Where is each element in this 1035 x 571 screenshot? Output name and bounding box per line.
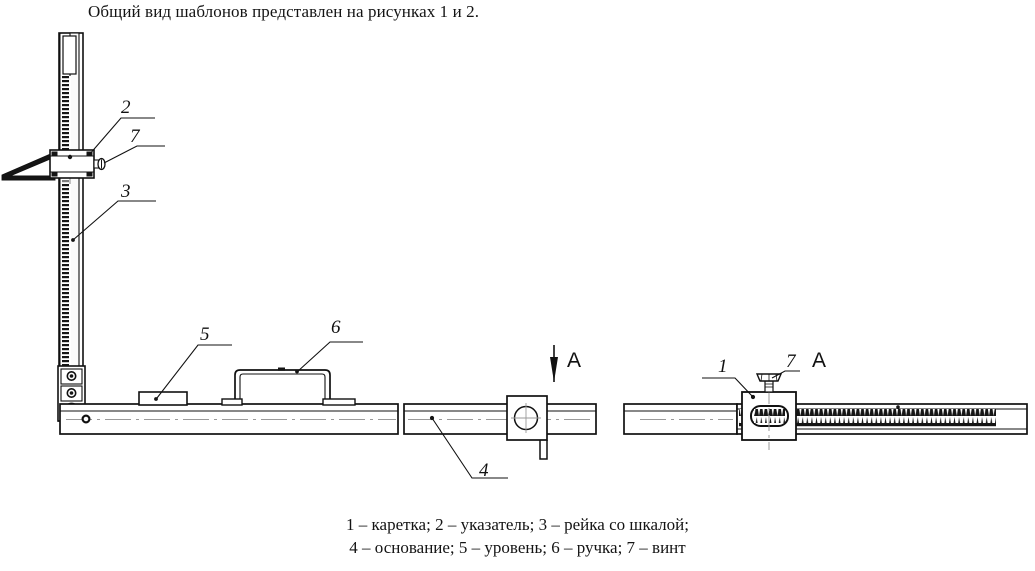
view-a-assembly <box>623 373 1028 450</box>
callout-7-upper: 7 <box>130 126 140 147</box>
rack-foot-bolt-upper-core <box>69 374 74 378</box>
leader-line-3 <box>72 200 156 241</box>
leader-line-4 <box>431 417 508 479</box>
leader-line-7-upper <box>103 145 165 164</box>
mid-carriage-tail <box>539 440 548 460</box>
vertical-carriage-corner-tl <box>51 151 58 157</box>
handle-outline <box>234 369 331 405</box>
callout-1: 1 <box>718 356 728 377</box>
leader-line-2 <box>88 117 155 156</box>
leader-line-7-lower <box>771 370 800 379</box>
level-leader-dot <box>154 397 158 401</box>
page-heading: Общий вид шаблонов представлен на рисунк… <box>88 2 480 21</box>
leader-line-5 <box>156 344 232 399</box>
handle-inner-outline <box>239 373 326 405</box>
view-a-rack-teeth <box>739 409 996 425</box>
handle-foot-left <box>221 398 243 406</box>
rack-foot-bolt-mid-core <box>69 391 74 395</box>
section-mark-a-right: A <box>812 349 827 372</box>
leader-line-6 <box>296 341 363 373</box>
callout-7-lower: 7 <box>786 351 796 372</box>
view-a-screw-shank <box>764 380 774 393</box>
callout-6: 6 <box>331 317 341 338</box>
section-arrow-left <box>550 345 558 382</box>
base-beam-left-marker <box>81 414 91 424</box>
view-a-rack-tooth-root <box>739 423 996 427</box>
section-mark-a-left: A <box>567 349 582 372</box>
callout-5: 5 <box>200 324 210 345</box>
view-a-screw-head-knurl-1 <box>760 373 763 382</box>
callout-3: 3 <box>121 181 131 202</box>
leader-lines <box>71 117 800 479</box>
base-beam-mid-span <box>403 395 597 460</box>
vertical-scale-strip-upper <box>62 76 71 153</box>
section-arrow-left-head <box>550 357 558 382</box>
handle-foot-right <box>322 398 356 406</box>
vertical-scale-strip-lower <box>62 184 71 369</box>
figure-caption: 1 – каретка; 2 – указатель; 3 – рейка со… <box>0 513 1035 559</box>
handle-top-stud <box>278 367 285 371</box>
level-body <box>138 391 188 406</box>
callout-2: 2 <box>121 97 131 118</box>
vertical-carriage-corner-br <box>86 171 93 177</box>
vertical-carriage-corner-bl <box>51 171 58 177</box>
base-beam-left-span <box>59 367 399 435</box>
vertical-rack-channel <box>69 32 80 422</box>
vertical-rack-top-slot <box>62 35 77 75</box>
pointer-wedge <box>1 151 56 181</box>
leader-line-1 <box>702 377 754 398</box>
caption-line-1: 1 – каретка; 2 – указатель; 3 – рейка со… <box>346 515 689 534</box>
vertical-carriage-stud <box>67 154 73 160</box>
leader-dot-3 <box>71 238 75 242</box>
caption-line-2: 4 – основание; 5 – уровень; 6 – ручка; 7… <box>349 538 686 557</box>
view-a-rack-marker <box>896 405 900 409</box>
vertical-rack-assembly <box>1 32 106 422</box>
callout-4: 4 <box>479 460 489 481</box>
